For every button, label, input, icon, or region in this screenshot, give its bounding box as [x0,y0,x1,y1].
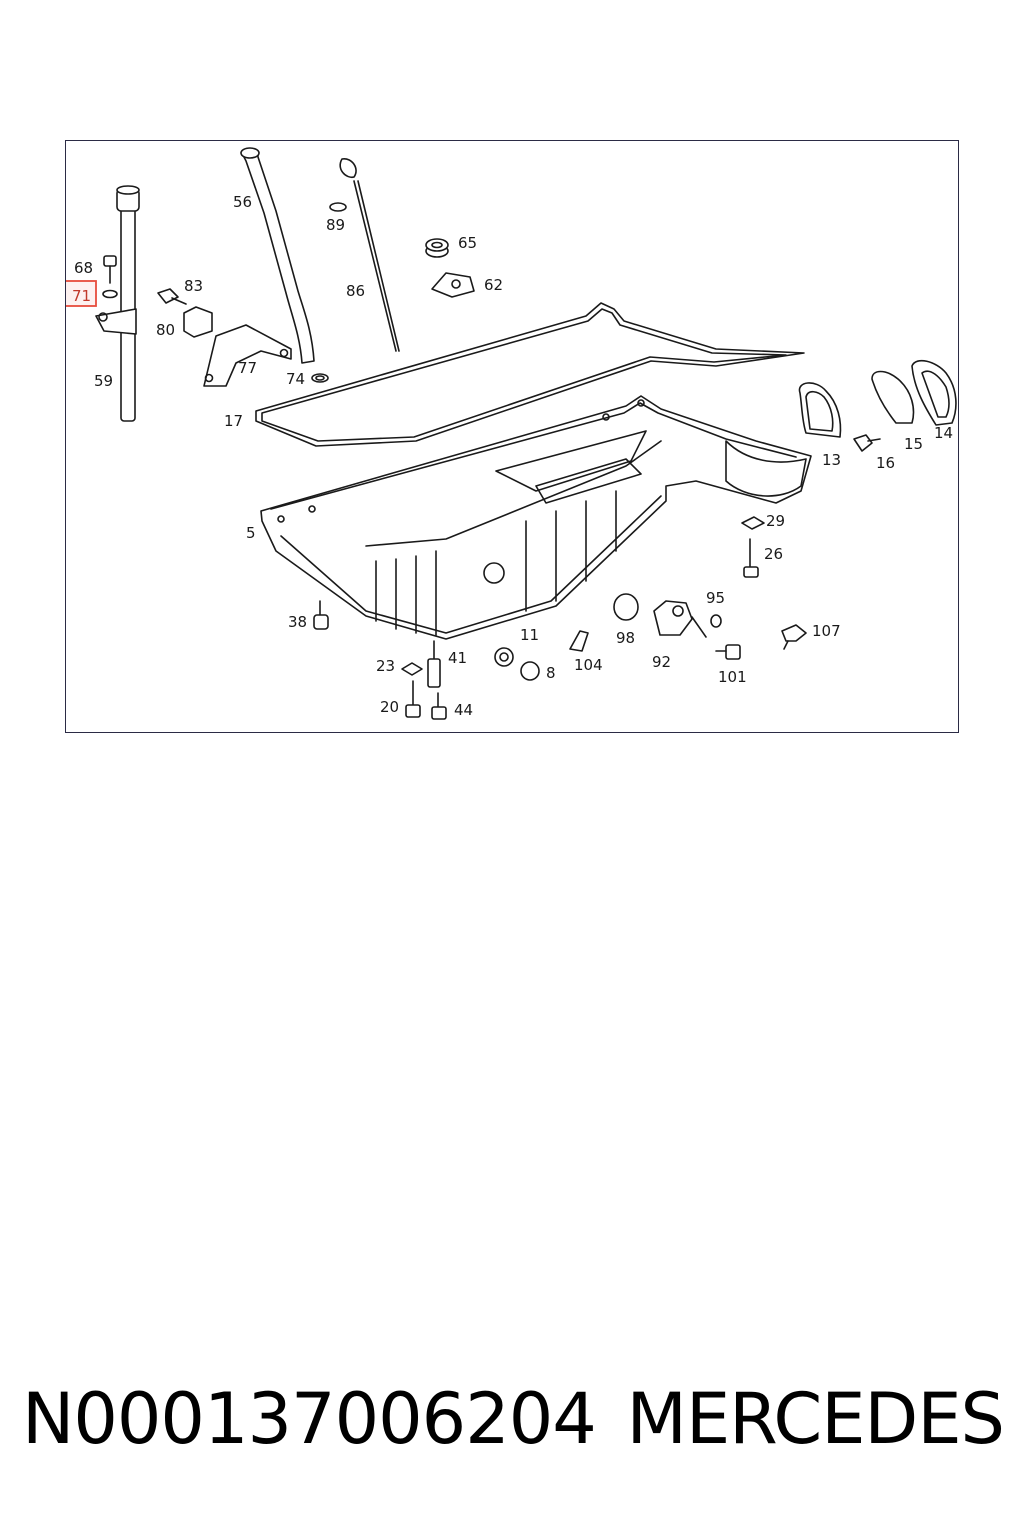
footer: N000137006204 MERCEDES [22,1378,1012,1468]
callout-44: 44 [454,701,473,719]
part-number: N000137006204 [22,1378,597,1460]
callout-20: 20 [380,698,399,716]
cover-plate-part [871,359,957,426]
washer-part [102,289,118,299]
callout-16: 16 [876,454,895,472]
cover-gasket-part [798,382,842,438]
dipstick-part [339,158,400,352]
grommet-part [425,238,449,258]
callout-29: 29 [766,512,785,530]
exploded-parts-diagram: 56 89 65 62 68 71 83 86 80 77 74 59 17 14 15 13 16 5 29 26 9… [66,147,957,720]
callout-8: 8 [546,664,556,682]
callout-95: 95 [706,589,725,607]
callout-68: 68 [74,259,93,277]
brand-name: MERCEDES [626,1378,1005,1460]
callout-15: 15 [904,435,923,453]
callout-labels: 56 89 65 62 68 71 83 86 80 77 74 59 17 14 15 13 16 5 29 26 9… [72,193,953,719]
callout-13: 13 [822,451,841,469]
callout-80: 80 [156,321,175,339]
callout-62: 62 [484,276,503,294]
callout-23: 23 [376,657,395,675]
callout-98: 98 [616,629,635,647]
callout-14: 14 [934,424,953,442]
bolt-part [103,255,117,284]
callout-65: 65 [458,234,477,252]
cable-clip-part [431,272,475,298]
bracket-part [203,324,292,387]
spacer-sleeve-part [427,640,441,688]
dipstick-guide-tube-part [95,185,140,422]
bolt-clamp-part [157,288,213,338]
callout-56: 56 [233,193,252,211]
oil-level-sensor-part [613,593,741,660]
clip-washer-part [401,662,423,676]
oil-fill-tube-part [240,147,315,364]
callout-26: 26 [764,545,783,563]
oil-pan-part [260,395,812,640]
screw-part [853,434,881,452]
callout-5: 5 [246,524,256,542]
callout-86: 86 [346,282,365,300]
wiring-clip-part [781,624,807,650]
callout-17: 17 [224,412,243,430]
callout-59: 59 [94,372,113,390]
callout-71: 71 [72,287,91,305]
drain-plug-part [494,647,540,681]
callout-101: 101 [718,668,747,686]
o-ring-part [329,202,347,212]
callout-41: 41 [448,649,467,667]
callout-104: 104 [574,656,603,674]
callout-77: 77 [238,359,257,377]
oil-pan-gasket-part [255,302,805,447]
callout-74: 74 [286,370,305,388]
callout-92: 92 [652,653,671,671]
highlight-box [66,280,97,307]
callout-89: 89 [326,216,345,234]
bolt-clip-part [741,516,765,578]
callout-83: 83 [184,277,203,295]
callout-107: 107 [812,622,841,640]
parts-diagram-frame: 56 89 65 62 68 71 83 86 80 77 74 59 17 14 15 13 16 5 29 26 9… [65,140,959,733]
stud-bolt-part [313,600,329,630]
callout-11: 11 [520,626,539,644]
callout-38: 38 [288,613,307,631]
seal-ring-part [311,373,329,383]
bracket-clip-part [569,630,589,652]
bolt-stud-part [405,680,447,720]
